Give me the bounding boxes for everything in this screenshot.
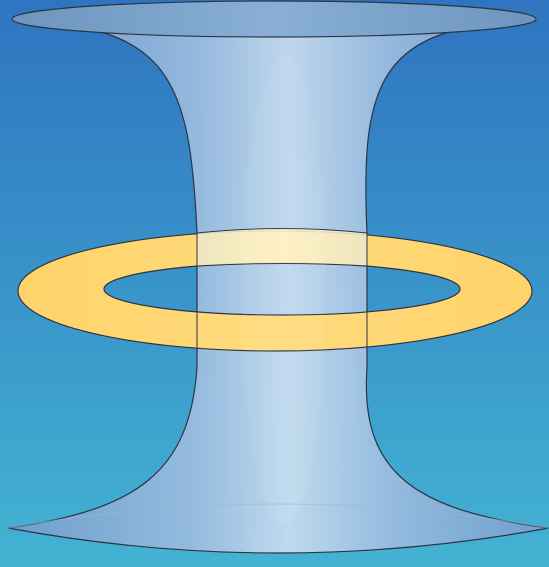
center-highlight <box>242 55 326 525</box>
top-opening <box>12 1 536 37</box>
